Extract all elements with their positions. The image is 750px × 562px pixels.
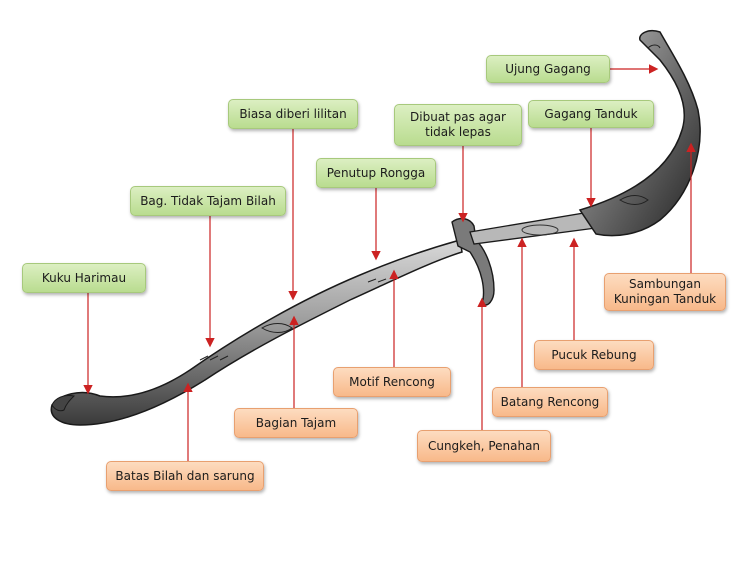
- label-biasa-diberi: Biasa diberi lilitan: [228, 99, 358, 129]
- label-motif-rencong: Motif Rencong: [333, 367, 451, 397]
- label-kuku-harimau: Kuku Harimau: [22, 263, 146, 293]
- label-bag-tidak-tajam: Bag. Tidak Tajam Bilah: [130, 186, 286, 216]
- label-ujung-gagang: Ujung Gagang: [486, 55, 610, 83]
- label-gagang-tanduk: Gagang Tanduk: [528, 100, 654, 128]
- label-batas-bilah: Batas Bilah dan sarung: [106, 461, 264, 491]
- hilt-shaft: [470, 212, 596, 244]
- label-penutup-rongga: Penutup Rongga: [316, 158, 436, 188]
- label-cungkeh: Cungkeh, Penahan: [417, 430, 551, 462]
- label-dibuat-pas: Dibuat pas agar tidak lepas: [394, 104, 522, 146]
- label-batang-rencong: Batang Rencong: [492, 387, 608, 417]
- label-bagian-tajam: Bagian Tajam: [234, 408, 358, 438]
- label-sambungan: Sambungan Kuningan Tanduk: [604, 273, 726, 311]
- label-pucuk-rebung: Pucuk Rebung: [534, 340, 654, 370]
